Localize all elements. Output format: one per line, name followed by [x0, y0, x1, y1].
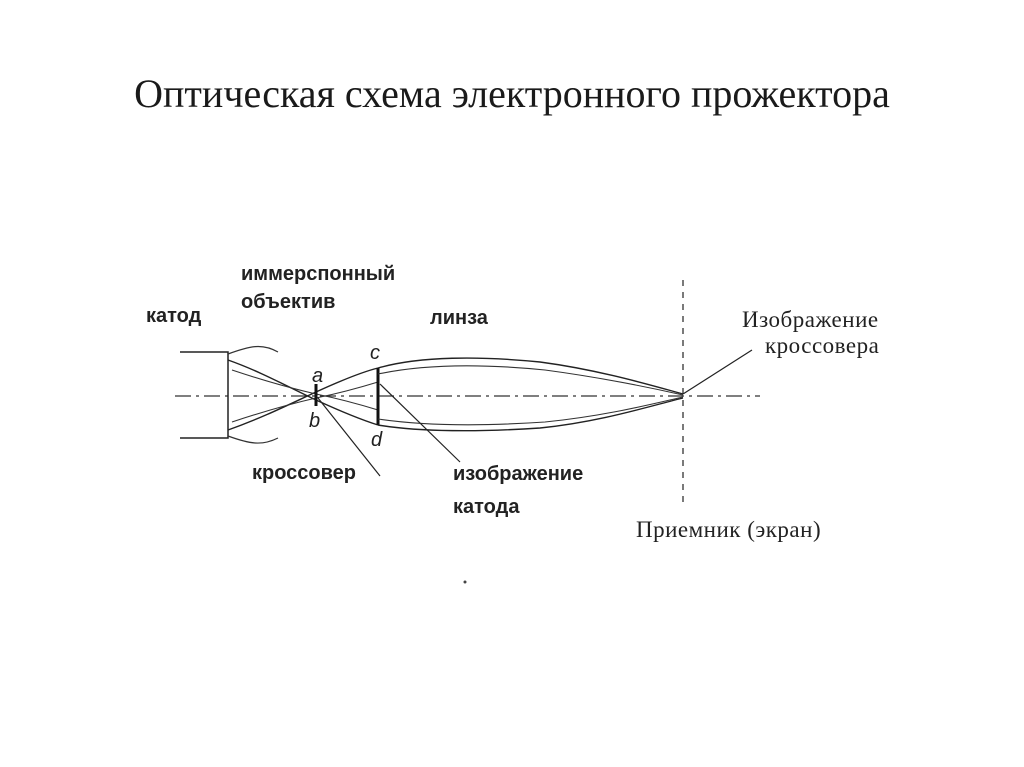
beam-upper-outer [377, 357, 684, 395]
envelope-lower [227, 435, 279, 444]
leader-crossover-image [682, 349, 753, 395]
ray-lower-cross [227, 367, 379, 431]
label-immersion-line2: объектив [241, 291, 335, 313]
label-immersion-line1: иммерспонный [241, 263, 395, 285]
label-cathode-image-line1: изображение [453, 463, 583, 485]
label-lens: линза [430, 307, 489, 329]
label-cathode: катод [146, 305, 202, 327]
label-point-a: a [312, 365, 323, 387]
stray-dot [463, 580, 467, 584]
cathode-block [180, 351, 229, 439]
label-receiver: Приемник (экран) [636, 517, 821, 542]
ray-upper-inner [231, 369, 379, 411]
ray-lower-inner [231, 381, 379, 423]
label-crossover-image-line2: кроссовера [765, 333, 879, 358]
ray-upper-cross [227, 359, 379, 426]
leader-cathode-image [379, 383, 461, 463]
label-point-d: d [371, 429, 383, 451]
beam-upper-inner [377, 365, 684, 396]
beam-lower-outer [377, 397, 684, 432]
label-point-c: c [370, 342, 380, 364]
label-cathode-image-line2: катода [453, 496, 520, 518]
label-point-b: b [309, 410, 320, 432]
slide-title: Оптическая схема электронного прожектора [134, 71, 890, 116]
envelope-upper [227, 345, 279, 355]
label-crossover: кроссовер [252, 462, 356, 484]
leader-crossover [317, 397, 381, 477]
beam-lower-inner [377, 396, 684, 426]
label-crossover-image-line1: Изображение [742, 307, 879, 332]
